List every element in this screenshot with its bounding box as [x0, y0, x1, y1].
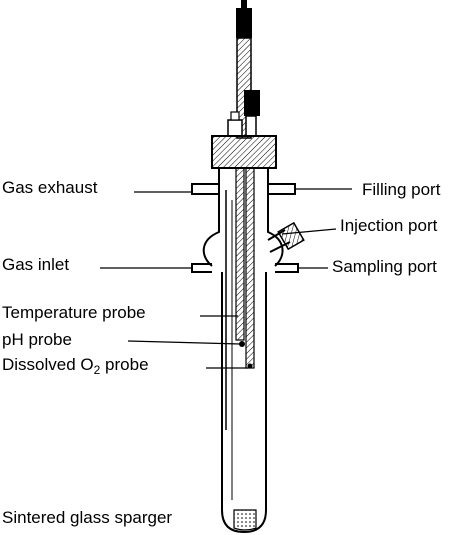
vessel-tube [221, 272, 267, 534]
o2-probe-tip [247, 363, 253, 369]
vessel-neck [218, 168, 269, 190]
gas-exhaust-tube [191, 183, 219, 195]
injection-port-label: Injection port [340, 216, 438, 235]
vessel-cap [211, 135, 277, 169]
leader-lines [100, 188, 352, 369]
filling-port-tube [268, 183, 296, 195]
dissolved-o2-probe-label: Dissolved O2 probe [2, 355, 149, 380]
sampling-port-label: Sampling port [332, 257, 437, 276]
injection-port [267, 221, 305, 253]
sparger [233, 509, 257, 531]
gas-inlet-label: Gas inlet [2, 255, 70, 274]
sintered-glass-sparger-label: Sintered glass sparger [2, 508, 173, 527]
gas-inlet-tube [191, 263, 212, 273]
second-probe-connector [244, 90, 260, 137]
ph-probe-rod [245, 167, 255, 369]
filling-port-label: Filling port [362, 180, 441, 199]
temperature-probe-rod [235, 167, 245, 341]
dissolved-o2-subscript: 2 [93, 363, 101, 377]
ph-probe-tip [239, 341, 245, 347]
dissolved-o2-suffix: probe [100, 355, 149, 374]
temperature-probe-label: Temperature probe [2, 303, 146, 322]
sampling-port-tube [275, 263, 299, 273]
gas-exhaust-label: Gas exhaust [2, 178, 98, 197]
ph-probe-label: pH probe [2, 330, 72, 349]
dissolved-o2-prefix: Dissolved O [2, 355, 94, 374]
